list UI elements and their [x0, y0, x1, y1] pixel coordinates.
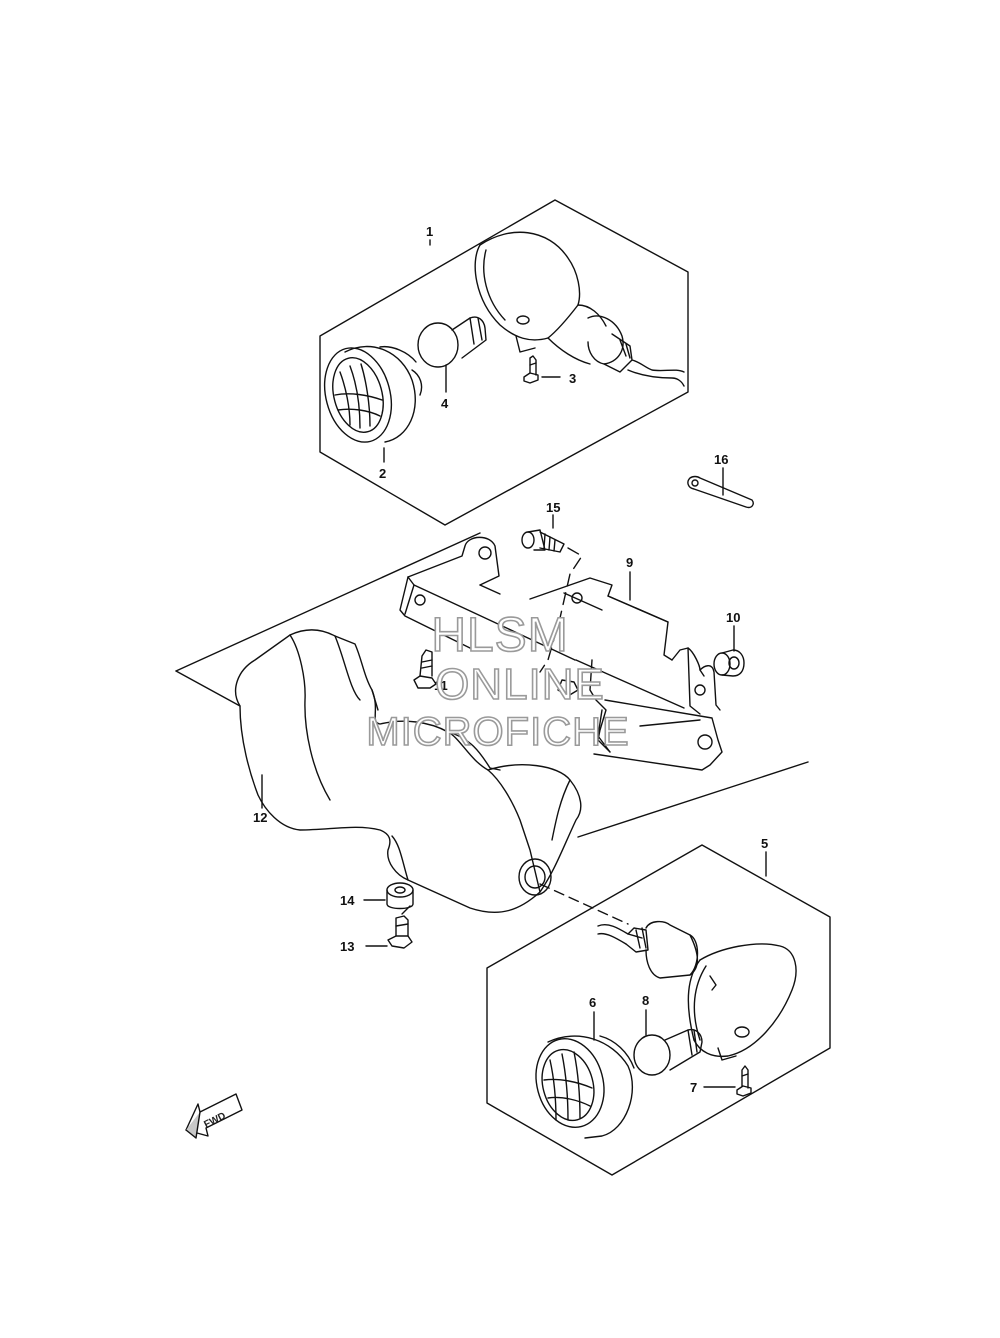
part-label-12: 12 — [253, 810, 267, 825]
housing-upper — [474, 231, 685, 387]
bracket — [399, 536, 723, 771]
part-label-13: 13 — [340, 939, 354, 954]
part-labels: 1 2 3 4 5 6 7 8 9 10 11 12 13 14 15 16 — [253, 224, 768, 1095]
bolt-lower — [365, 905, 413, 949]
assembly-frame-upper — [319, 199, 689, 526]
lens-lower — [535, 1011, 635, 1139]
watermark-line-1: HLSM — [431, 608, 569, 663]
part-label-3: 3 — [569, 371, 576, 386]
part-label-1: 1 — [426, 224, 433, 239]
reference-line — [175, 670, 241, 707]
grommet-right — [713, 625, 745, 677]
housing-lower — [597, 920, 797, 1061]
part-label-11: 11 — [434, 678, 448, 693]
bulb-upper — [417, 316, 487, 368]
part-label-9: 9 — [626, 555, 633, 570]
watermark-line-2: ONLINE — [434, 659, 605, 710]
assembly-frame-lower — [486, 844, 831, 1176]
reference-line — [175, 532, 481, 672]
part-label-16: 16 — [714, 452, 728, 467]
housing-cover — [235, 629, 582, 913]
grommet-lower — [363, 882, 414, 910]
part-label-10: 10 — [726, 610, 740, 625]
part-label-7: 7 — [690, 1080, 697, 1095]
part-label-14: 14 — [340, 893, 355, 908]
bulb-lower — [633, 1009, 703, 1076]
watermark-line-3: MICROFICHE — [366, 709, 630, 755]
bolt-bracket — [413, 649, 579, 697]
part-label-6: 6 — [589, 995, 596, 1010]
bolt-upper — [521, 514, 583, 673]
reference-line — [577, 761, 809, 838]
clamp-strap — [687, 467, 754, 509]
part-label-5: 5 — [761, 836, 768, 851]
reference-line — [539, 883, 629, 925]
part-label-2: 2 — [379, 466, 386, 481]
lens-upper — [323, 345, 423, 443]
screw-lower — [703, 1065, 752, 1097]
part-label-8: 8 — [642, 993, 649, 1008]
screw-upper — [523, 355, 561, 384]
fwd-arrow-icon: FWD — [185, 1093, 243, 1139]
part-label-4: 4 — [441, 396, 449, 411]
part-label-15: 15 — [546, 500, 560, 515]
